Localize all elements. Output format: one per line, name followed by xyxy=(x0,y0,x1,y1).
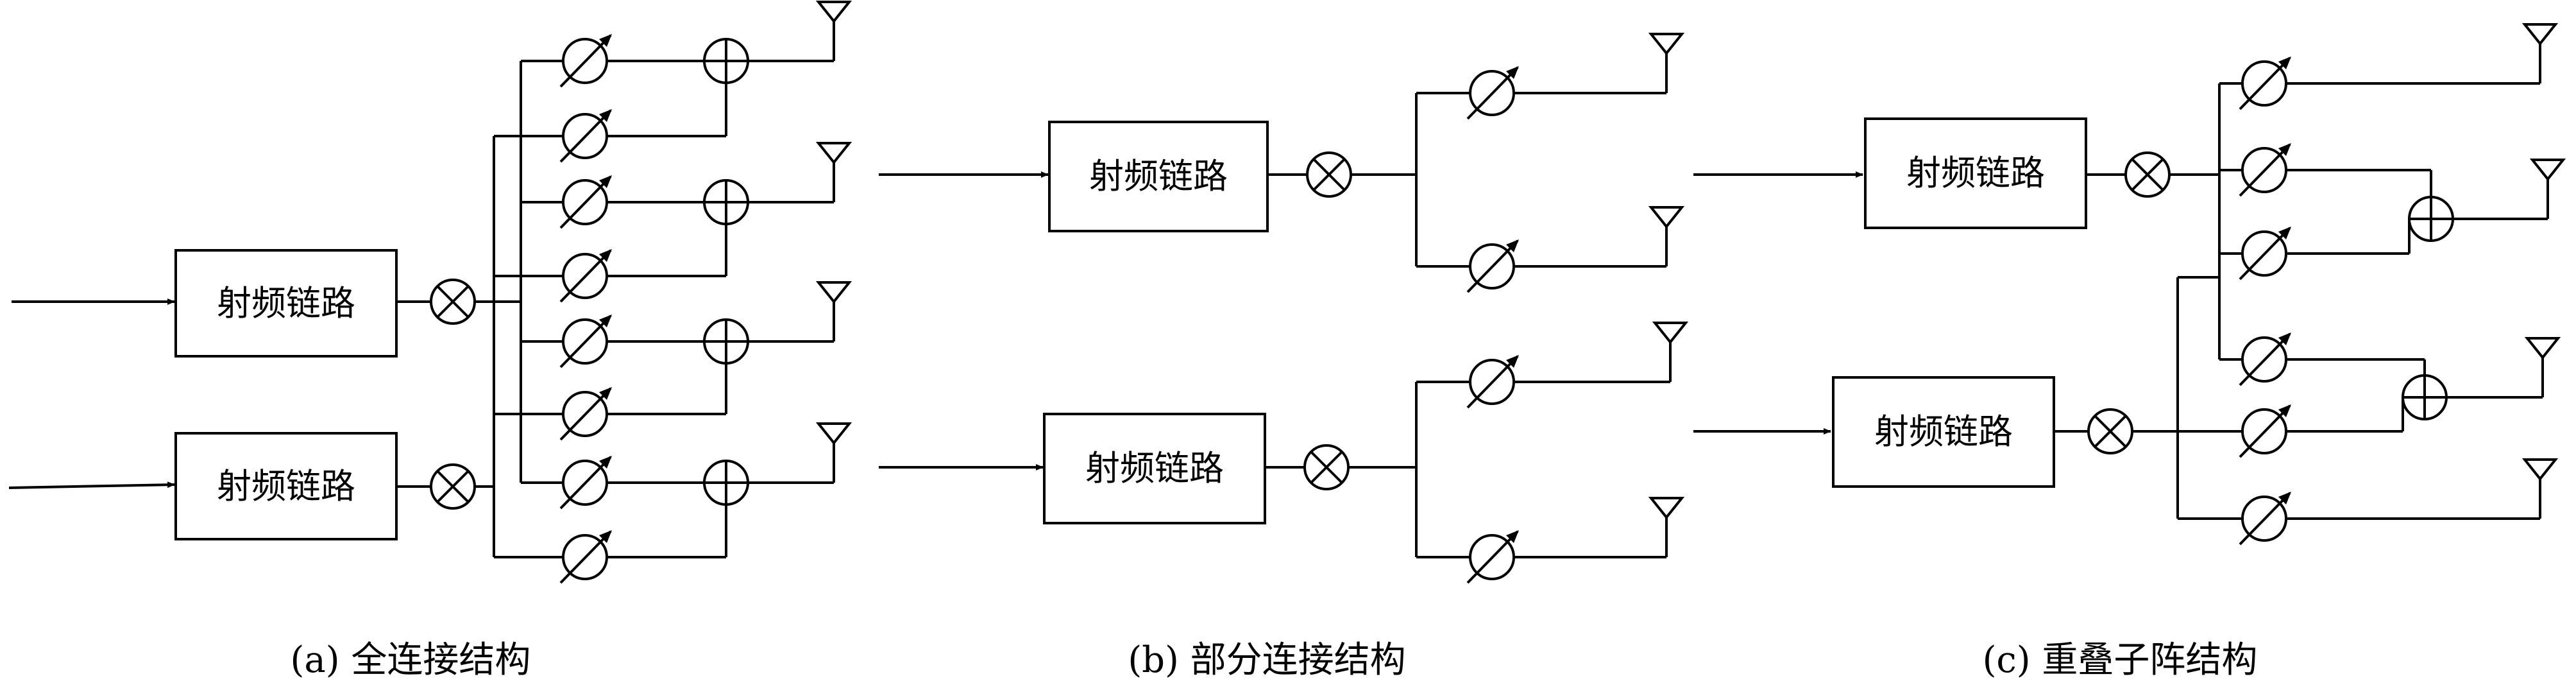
combiner-a4 xyxy=(703,460,749,506)
mixer-b1 xyxy=(1306,151,1352,198)
rf-chain-label-b2: 射频链路 xyxy=(1085,448,1224,488)
mixer-b2 xyxy=(1303,444,1350,490)
antenna-c4 xyxy=(2523,458,2557,520)
rf-chain-box-b1 xyxy=(1048,121,1269,232)
combiner-c1 xyxy=(2408,196,2454,242)
phase-shifter-b3 xyxy=(1466,354,1520,409)
phase-shifter-a8 xyxy=(559,529,613,584)
phase-shifter-b4 xyxy=(1466,529,1520,584)
caption-a: (a) 全连接结构 xyxy=(291,639,531,681)
antenna-b1 xyxy=(1650,33,1683,94)
rf-chain-box-c2 xyxy=(1832,376,2055,488)
antenna-b3 xyxy=(1654,322,1687,383)
combiner-c2 xyxy=(2402,374,2448,420)
panel-c-overlapped-subarray: 射频链路 射频链路 xyxy=(1693,23,2564,681)
phase-shifter-b2 xyxy=(1466,238,1520,293)
phase-shifter-c3 xyxy=(2239,225,2292,280)
phase-shifter-a7 xyxy=(559,454,613,510)
panel-b-partial-connection: 射频链路 射频链路 (b) 部分连接结构 xyxy=(879,33,1687,681)
mixer-a1 xyxy=(430,279,476,325)
antenna-a4 xyxy=(817,422,851,484)
antenna-b4 xyxy=(1650,497,1683,558)
antenna-a1 xyxy=(817,1,851,62)
rf-chain-label-b1: 射频链路 xyxy=(1089,156,1228,196)
caption-b: (b) 部分连接结构 xyxy=(1128,639,1405,681)
antenna-b2 xyxy=(1650,206,1683,268)
antenna-c1 xyxy=(2523,23,2557,85)
phase-shifter-c5 xyxy=(2239,403,2292,458)
phase-shifter-a5 xyxy=(559,313,613,368)
phase-shifter-c6 xyxy=(2239,490,2292,546)
panel-a-full-connection: 射频链路 射频链路 xyxy=(8,1,851,681)
phase-shifter-a3 xyxy=(559,174,613,229)
rf-chain-box-c1 xyxy=(1864,117,2087,229)
rf-chain-label-a1: 射频链路 xyxy=(217,283,355,323)
combiner-a1 xyxy=(703,38,749,84)
rf-chain-label-a2: 射频链路 xyxy=(217,466,355,506)
caption-c: (c) 重叠子阵结构 xyxy=(1983,639,2258,681)
phase-shifter-c2 xyxy=(2239,142,2292,197)
antenna-a3 xyxy=(817,281,851,343)
mixer-a2 xyxy=(430,463,476,510)
antenna-c3 xyxy=(2526,337,2559,399)
phase-shifter-a1 xyxy=(559,33,613,88)
phase-shifter-c4 xyxy=(2239,331,2292,386)
phase-shifter-c1 xyxy=(2239,55,2292,110)
mixer-c1 xyxy=(2124,151,2171,198)
input-arrow-a2 xyxy=(8,481,175,489)
rf-chain-box-a2 xyxy=(174,432,398,540)
phase-shifter-b1 xyxy=(1466,65,1520,120)
mixer-c2 xyxy=(2087,408,2133,454)
rf-chain-label-c1: 射频链路 xyxy=(1906,153,2045,193)
antenna-c2 xyxy=(2531,159,2564,220)
rf-chain-box-a1 xyxy=(174,249,398,358)
combiner-a2 xyxy=(703,179,749,225)
phase-shifter-a4 xyxy=(559,248,613,303)
rf-chain-label-c2: 射频链路 xyxy=(1874,411,2013,452)
phase-shifter-a6 xyxy=(559,386,613,441)
combiner-a3 xyxy=(703,318,749,365)
antenna-a2 xyxy=(817,142,851,203)
phase-shifter-a2 xyxy=(559,108,613,163)
